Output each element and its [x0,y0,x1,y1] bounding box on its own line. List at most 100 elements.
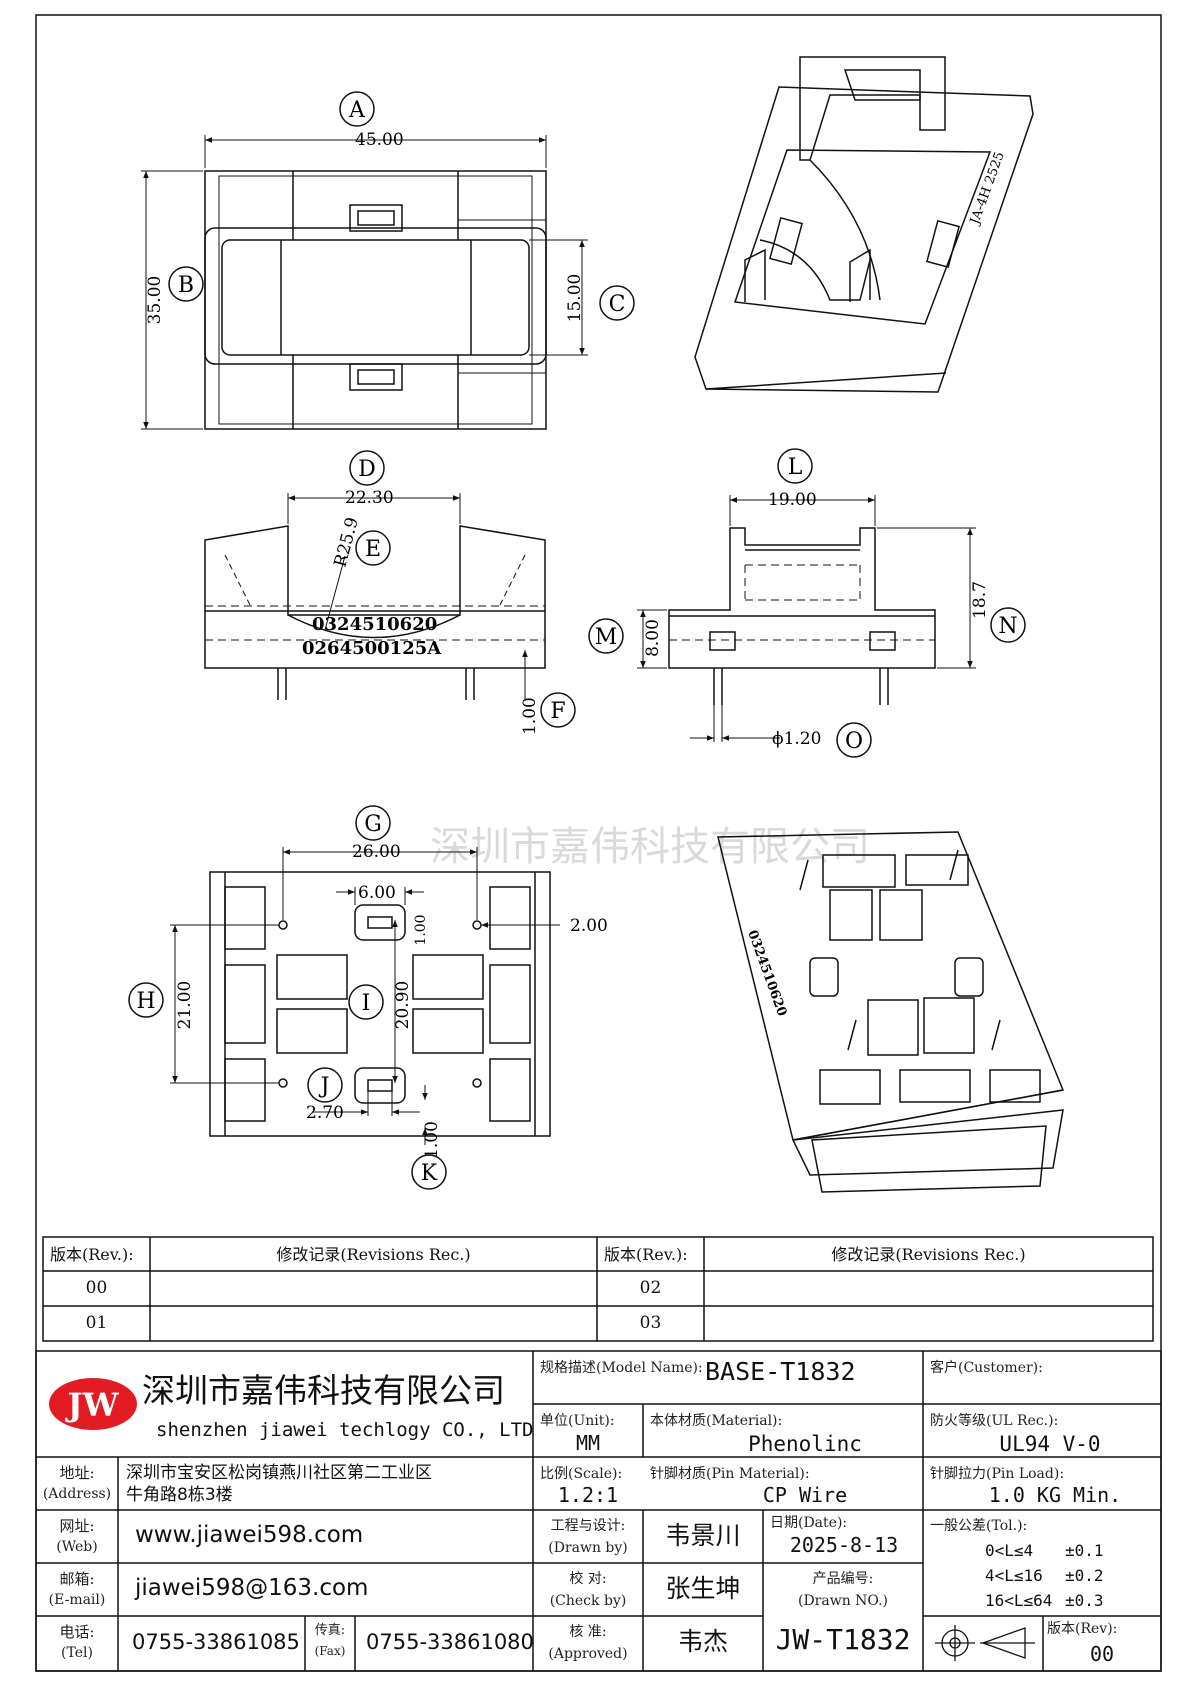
dim-letter: D [358,457,376,482]
front-view [204,525,546,700]
material-value: Phenolinc [748,1432,862,1456]
dim-f-value: 1.00 [520,697,540,735]
drawn-label-cn: 工程与设计: [550,1518,626,1534]
rev-header-left: 版本(Rev.): [50,1245,134,1264]
dim-d-value: 22.30 [345,488,394,508]
drawing-no-value: JW-T1832 [775,1623,911,1656]
dim-o-value: ϕ1.20 [772,729,821,749]
dim-letter: B [178,273,194,298]
tel-label-cn: 电话: [59,1623,95,1641]
dim-m-value: 8.00 [643,619,663,657]
email-label-cn: 邮箱: [59,1570,95,1588]
drawing-no-label-cn: 产品编号: [812,1571,874,1587]
dim-letter: F [550,699,565,724]
dim-letter: N [998,614,1017,639]
rev-row: 00 [85,1278,108,1298]
fax-value: 0755-33861080 [366,1630,534,1654]
company-name-cn: 深圳市嘉伟科技有限公司 [142,1371,505,1410]
check-value: 张生坤 [665,1574,741,1603]
tol-range: 0<L≤4 [985,1541,1034,1560]
dim-top-slot-value: 6.00 [358,883,396,903]
jw-logo: JW [49,1378,137,1430]
dimension-letters: A B C D E F L M N O G H I J K [136,98,1017,1186]
dim-letter: M [595,625,618,650]
front-view-dims [287,493,528,700]
tol-range: 16<L≤64 [985,1591,1053,1610]
pin-material-value: CP Wire [762,1483,848,1507]
pin-load-value: 1.0 KG Min. [988,1483,1122,1507]
dim-n-value: 18.7 [970,581,990,619]
top-view-dims [141,135,588,430]
company-name-en: shenzhen jiawei techlogy CO., LTD [156,1419,534,1441]
tel-value: 0755-33861085 [132,1630,300,1654]
rev-value: 00 [1089,1642,1115,1666]
tol-value: ±0.1 [1065,1541,1104,1560]
dim-g-value: 26.00 [352,842,401,862]
revision-table [42,1236,1154,1342]
bottom-view-dims [170,847,560,1145]
fax-label-en: (Fax) [314,1644,346,1658]
bottom-view [209,871,551,1137]
dim-letter: G [364,812,382,837]
iso-view-top [694,56,1034,393]
side-view-dims [637,495,976,742]
email-value: jiawei598@163.com [135,1575,369,1601]
rev-label: 版本(Rev): [1047,1621,1118,1637]
rec-header-right: 修改记录(Revisions Rec.) [831,1245,1026,1264]
dim-b-value: 35.00 [145,276,165,325]
dim-letter: I [362,991,371,1016]
iso-side-text: JA-4H 2525 [967,150,1008,228]
tolerance-label: 一般公差(Tol.): [930,1518,1028,1534]
web-label-en: (Web) [56,1539,98,1555]
dim-letter: H [136,989,155,1014]
dim-i-value: 20.90 [393,981,413,1030]
tel-label-en: (Tel) [61,1645,93,1661]
email-label-en: (E-mail) [48,1592,106,1608]
dimension-bubbles [128,91,1026,1190]
watermark-text: 深圳市嘉伟科技有限公司 [430,824,870,870]
rec-header-left: 修改记录(Revisions Rec.) [276,1245,471,1264]
side-marking-2: 0264500125A [302,638,442,659]
dim-top-slot-h-value: 1.00 [413,914,429,945]
approved-label-en: (Approved) [548,1646,628,1662]
scale-label: 比例(Scale): [540,1466,623,1482]
ul-label: 防火等级(UL Rec.): [930,1413,1059,1429]
address-line-2: 牛角路8栋3楼 [126,1485,233,1505]
material-label: 本体材质(Material): [650,1413,783,1429]
rev-header-right: 版本(Rev.): [604,1245,688,1264]
dim-letter: O [845,729,863,754]
scale-value: 1.2:1 [557,1483,619,1507]
dim-k-value: 1.00 [422,1121,442,1159]
dim-l-value: 19.00 [768,490,817,510]
approved-value: 韦杰 [677,1627,728,1656]
model-value: BASE-T1832 [705,1357,856,1386]
unit-value: MM [575,1431,601,1455]
drawing-no-label-en: (Drawn NO.) [798,1593,888,1609]
rev-row: 02 [639,1278,662,1298]
side-marking-1: 0324510620 [312,614,437,635]
ul-value: UL94 V-0 [999,1432,1101,1456]
drawn-label-en: (Drawn by) [548,1540,628,1556]
address-label-cn: 地址: [59,1464,95,1482]
tol-value: ±0.2 [1065,1566,1104,1585]
pin-material-label: 针脚材质(Pin Material): [650,1466,810,1482]
dim-letter: C [609,292,626,317]
dim-c-value: 15.00 [565,274,585,323]
dim-letter: L [788,455,803,480]
top-view [204,170,547,430]
tol-value: ±0.3 [1065,1591,1104,1610]
dim-letter: E [365,537,381,562]
approved-label-cn: 核 准: [569,1624,607,1640]
dim-letter: K [421,1161,438,1186]
dim-letter: A [348,98,366,123]
check-label-cn: 校 对: [569,1571,607,1587]
iso-view-bottom [717,831,1065,1193]
unit-label: 单位(Unit): [540,1413,615,1429]
drawn-value: 韦景川 [665,1521,741,1550]
address-label-en: (Address) [42,1486,112,1502]
web-value: www.jiawei598.com [135,1522,364,1548]
fax-label-cn: 传真: [314,1623,346,1638]
web-label-cn: 网址: [59,1517,95,1535]
